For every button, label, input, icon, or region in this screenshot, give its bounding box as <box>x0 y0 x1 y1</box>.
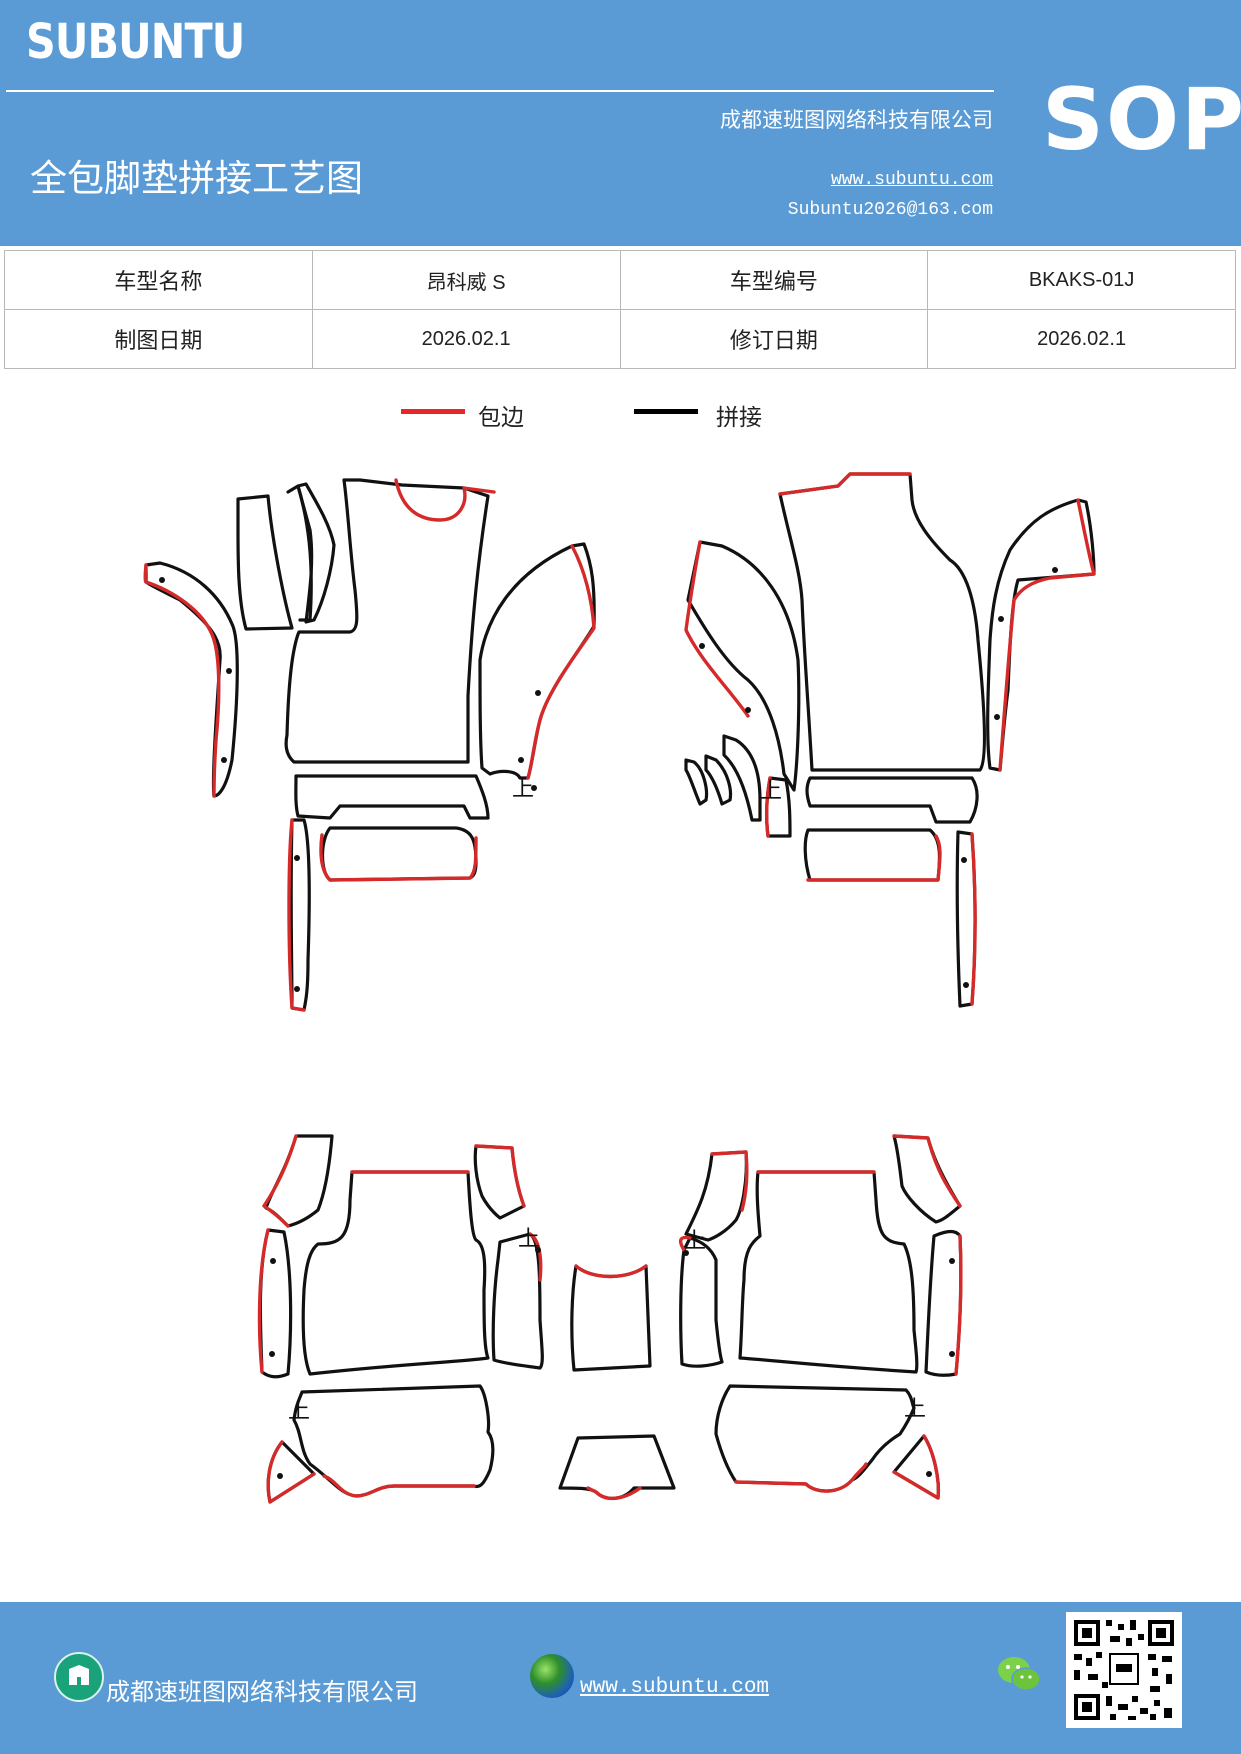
mat-piece <box>294 774 490 820</box>
table-row: 制图日期 2026.02.1 修订日期 2026.02.1 <box>4 309 1236 369</box>
mat-piece-edge <box>262 1134 298 1228</box>
mat-piece <box>286 484 313 622</box>
mat-piece-edge <box>266 1440 316 1504</box>
mat-piece <box>491 1232 544 1370</box>
mat-piece <box>714 1384 916 1493</box>
website-link[interactable]: www.subuntu.com <box>830 170 993 190</box>
legend-label-edge: 包边 <box>478 405 524 431</box>
footer-website-link[interactable]: www.subuntu.com <box>580 1676 770 1699</box>
mat-piece-edge <box>734 1462 868 1493</box>
mat-piece-edge <box>574 1264 648 1279</box>
mat-piece <box>704 754 733 806</box>
mat-piece <box>892 1434 940 1500</box>
mat-piece <box>686 540 801 792</box>
table-row: 车型名称 昂科威 S 车型编号 BKAKS-01J <box>4 250 1236 310</box>
mat-piece <box>570 1264 652 1372</box>
mat-piece-edge <box>143 563 221 798</box>
mat-piece <box>478 542 596 780</box>
mat-piece <box>924 1229 963 1377</box>
mat-piece-edge <box>954 1234 963 1376</box>
model-code-label: 车型编号 <box>619 250 929 310</box>
mat-piece-edge <box>684 540 750 718</box>
mat-piece <box>236 494 294 631</box>
up-marker: 上 <box>760 779 782 804</box>
mat-piece <box>738 1170 919 1374</box>
legend-swatch-seam <box>634 409 698 414</box>
mat-piece <box>722 734 762 822</box>
footer-company-name: 成都速班图网络科技有限公司 <box>106 1678 418 1706</box>
mat-piece <box>301 1170 490 1376</box>
model-name-value: 昂科威 S <box>311 250 621 310</box>
wechat-icon[interactable] <box>996 1654 1042 1694</box>
contact-email[interactable]: Subuntu2026@163.com <box>787 200 993 220</box>
mat-piece-edge <box>287 818 306 1012</box>
mat-piece-edge <box>678 1235 692 1252</box>
mat-piece <box>803 828 942 882</box>
mat-piece <box>289 818 311 1012</box>
revision-date-label: 修订日期 <box>619 309 929 369</box>
page-header: SUBUNTU 成都速班图网络科技有限公司 全包脚垫拼接工艺图 www.subu… <box>0 0 1241 246</box>
globe-icon <box>530 1654 574 1698</box>
mat-piece <box>264 1134 334 1228</box>
building-icon <box>54 1652 104 1702</box>
model-code-value: BKAKS-01J <box>927 250 1236 310</box>
vehicle-info-table: 车型名称 昂科威 S 车型编号 BKAKS-01J 制图日期 2026.02.1… <box>4 250 1236 369</box>
mat-piece <box>778 472 987 772</box>
legend-label-seam: 拼接 <box>716 405 762 431</box>
model-name-label: 车型名称 <box>4 250 313 310</box>
mat-piece <box>892 1134 962 1224</box>
mat-piece-edge <box>474 1144 526 1208</box>
revision-date-value: 2026.02.1 <box>927 309 1236 369</box>
document-title: 全包脚垫拼接工艺图 <box>30 157 363 200</box>
mat-piece-edge <box>998 498 1096 772</box>
mat-pieces <box>143 472 1096 1504</box>
mat-piece-edge <box>892 1434 941 1500</box>
mat-piece-edge <box>526 544 596 780</box>
mat-piece-edge <box>970 832 977 1006</box>
mat-piece-edge <box>394 478 496 522</box>
mat-piece-edge <box>764 776 772 838</box>
mat-piece-edge <box>319 833 478 882</box>
page-footer: 成都速班图网络科技有限公司 www.subuntu.com <box>0 1602 1241 1754</box>
mat-piece <box>684 1150 748 1242</box>
sop-badge: SOP <box>1042 70 1241 170</box>
mat-piece <box>805 776 979 824</box>
header-divider <box>6 90 994 92</box>
mat-piece <box>292 1384 495 1498</box>
mat-piece-edge <box>322 1474 476 1498</box>
up-marker: 上 <box>512 777 534 802</box>
mat-piece <box>679 1236 724 1368</box>
legend-swatch-edge <box>401 409 465 414</box>
screw-holes <box>159 567 1058 1479</box>
mat-piece-edge <box>257 1228 270 1374</box>
company-name: 成都速班图网络科技有限公司 <box>720 108 993 132</box>
qr-code[interactable] <box>1066 1612 1182 1728</box>
up-marker: 上 <box>518 1227 540 1252</box>
legend: 包边 拼接 <box>0 398 1241 438</box>
mat-piece-edge <box>586 1486 642 1500</box>
up-marker: 上 <box>288 1399 310 1424</box>
mat-piece <box>320 826 478 882</box>
mat-piece-edge <box>806 834 942 882</box>
up-markers: 上 上 上 上 上 上 <box>288 777 926 1424</box>
draw-date-value: 2026.02.1 <box>311 309 621 369</box>
draw-date-label: 制图日期 <box>4 309 313 369</box>
up-marker: 上 <box>904 1397 926 1422</box>
mat-piece-edge <box>778 472 912 496</box>
up-marker: 上 <box>684 1229 706 1254</box>
mat-piece <box>558 1434 676 1500</box>
brand-logo: SUBUNTU <box>26 14 245 70</box>
mat-piece <box>684 758 709 806</box>
mat-piece-edge <box>892 1134 962 1208</box>
mat-piece-edge <box>710 1150 749 1212</box>
mat-piece <box>284 478 490 764</box>
